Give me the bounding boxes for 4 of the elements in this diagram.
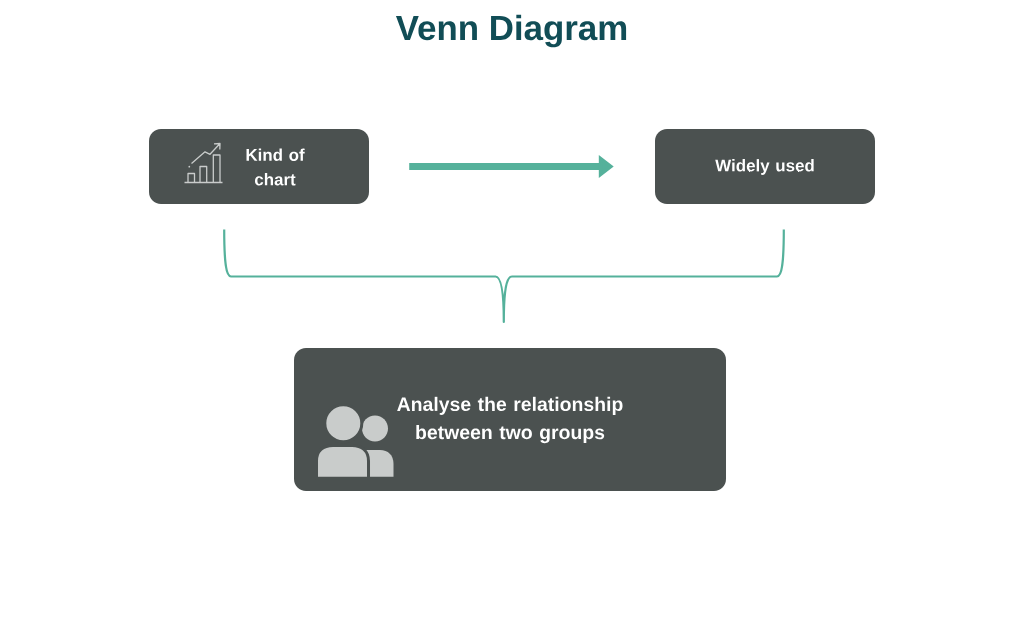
process-box: Kind of chart [149,129,369,204]
title: Venn Diagram [395,14,627,48]
process-box: Analyse the relationship between two groups [294,348,726,491]
process-box: Widely used [655,129,875,204]
